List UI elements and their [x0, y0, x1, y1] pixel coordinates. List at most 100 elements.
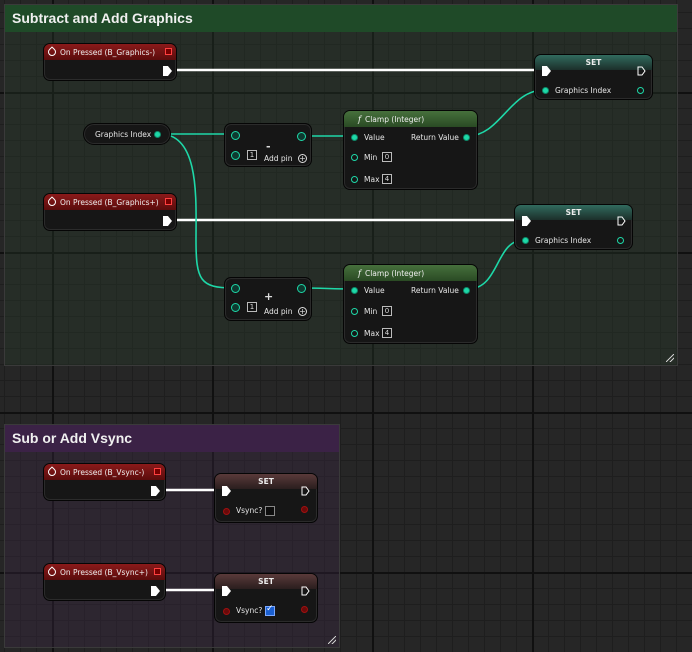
- value-in-pin[interactable]: [351, 134, 358, 141]
- input-pin-b[interactable]: [231, 151, 240, 160]
- event-title: On Pressed (B_Vsync+): [60, 567, 148, 577]
- comment-title[interactable]: Sub or Add Vsync: [5, 425, 339, 452]
- comment-title[interactable]: Subtract and Add Graphics: [5, 5, 677, 32]
- max-label: Max: [364, 329, 380, 338]
- exec-out-pin-icon[interactable]: [163, 216, 172, 226]
- operator-label: -: [266, 140, 271, 153]
- variable-label: Vsync?: [236, 606, 263, 615]
- min-pin[interactable]: [351, 154, 358, 161]
- event-icon: [46, 466, 58, 478]
- output-pin[interactable]: [297, 132, 306, 141]
- set-graphics-index-node[interactable]: SET Graphics Index: [534, 54, 653, 100]
- min-field[interactable]: 0: [382, 152, 392, 162]
- set-title: SET: [215, 574, 317, 589]
- set-title: SET: [215, 474, 317, 489]
- add-pin-label[interactable]: Add pin: [264, 154, 293, 163]
- value-out-pin[interactable]: [637, 87, 644, 94]
- exec-in-pin-icon[interactable]: [222, 586, 231, 596]
- input-pin-b[interactable]: [231, 303, 240, 312]
- max-field[interactable]: 4: [382, 328, 392, 338]
- delegate-pin-icon[interactable]: [165, 48, 172, 55]
- input-pin-a[interactable]: [231, 131, 240, 140]
- event-node-vsync-minus[interactable]: On Pressed (B_Vsync-): [43, 463, 166, 501]
- exec-in-pin-icon[interactable]: [542, 66, 551, 76]
- function-icon: f: [358, 114, 361, 124]
- event-icon: [46, 566, 58, 578]
- input-pin-a[interactable]: [231, 284, 240, 293]
- value-in-pin[interactable]: [223, 508, 230, 515]
- event-title: On Pressed (B_Graphics-): [60, 47, 156, 57]
- add-node[interactable]: + 1 Add pin +: [224, 277, 312, 321]
- value-field[interactable]: 1: [247, 302, 257, 312]
- add-pin-label[interactable]: Add pin: [264, 307, 293, 316]
- exec-out-pin-icon[interactable]: [301, 486, 310, 496]
- function-icon: f: [358, 268, 361, 278]
- vsync-checkbox-checked[interactable]: [265, 604, 275, 616]
- resize-handle-icon[interactable]: [328, 636, 336, 644]
- event-title: On Pressed (B_Graphics+): [60, 197, 159, 207]
- value-in-pin[interactable]: [223, 608, 230, 615]
- set-vsync-node[interactable]: SET Vsync?: [214, 473, 318, 523]
- exec-out-pin-icon[interactable]: [151, 586, 160, 596]
- event-node-graphics-plus[interactable]: On Pressed (B_Graphics+): [43, 193, 177, 231]
- exec-in-pin-icon[interactable]: [222, 486, 231, 496]
- clamp-title: Clamp (Integer): [364, 268, 425, 278]
- min-label: Min: [364, 307, 378, 316]
- max-label: Max: [364, 175, 380, 184]
- event-title: On Pressed (B_Vsync-): [60, 467, 145, 477]
- return-label: Return Value: [411, 286, 459, 295]
- clamp-integer-node[interactable]: f Clamp (Integer) Value Return Value Min…: [343, 264, 478, 344]
- int-wire: [159, 133, 234, 289]
- value-in-pin[interactable]: [542, 87, 549, 94]
- exec-out-pin-icon[interactable]: [301, 586, 310, 596]
- vsync-checkbox[interactable]: [265, 506, 275, 516]
- output-pin[interactable]: [154, 131, 161, 138]
- int-wire: [467, 89, 545, 137]
- exec-out-pin-icon[interactable]: [151, 486, 160, 496]
- event-node-vsync-plus[interactable]: On Pressed (B_Vsync+): [43, 563, 166, 601]
- event-icon: [46, 196, 58, 208]
- variable-label: Vsync?: [236, 506, 263, 515]
- add-pin-icon[interactable]: +: [298, 307, 307, 316]
- delegate-pin-icon[interactable]: [165, 198, 172, 205]
- get-graphics-index-node[interactable]: Graphics Index: [83, 123, 171, 145]
- subtract-node[interactable]: - 1 Add pin +: [224, 123, 312, 167]
- value-field[interactable]: 1: [247, 150, 257, 160]
- resize-handle-icon[interactable]: [666, 354, 674, 362]
- clamp-integer-node[interactable]: f Clamp (Integer) Value Return Value Min…: [343, 110, 478, 190]
- exec-out-pin-icon[interactable]: [637, 66, 646, 76]
- min-pin[interactable]: [351, 308, 358, 315]
- value-label: Value: [364, 133, 385, 142]
- max-pin[interactable]: [351, 176, 358, 183]
- delegate-pin-icon[interactable]: [154, 568, 161, 575]
- value-label: Value: [364, 286, 385, 295]
- min-label: Min: [364, 153, 378, 162]
- variable-label: Graphics Index: [555, 86, 612, 95]
- exec-out-pin-icon[interactable]: [617, 216, 626, 226]
- value-in-pin[interactable]: [522, 237, 529, 244]
- value-out-pin[interactable]: [301, 506, 308, 513]
- return-label: Return Value: [411, 133, 459, 142]
- value-out-pin[interactable]: [301, 606, 308, 613]
- add-pin-icon[interactable]: +: [298, 154, 307, 163]
- max-field[interactable]: 4: [382, 174, 392, 184]
- clamp-title: Clamp (Integer): [364, 114, 425, 124]
- event-node-graphics-minus[interactable]: On Pressed (B_Graphics-): [43, 43, 177, 81]
- set-vsync-node[interactable]: SET Vsync?: [214, 573, 318, 623]
- set-title: SET: [515, 205, 632, 220]
- value-in-pin[interactable]: [351, 287, 358, 294]
- variable-label: Graphics Index: [535, 236, 592, 245]
- return-pin[interactable]: [463, 134, 470, 141]
- set-title: SET: [535, 55, 652, 70]
- exec-in-pin-icon[interactable]: [522, 216, 531, 226]
- output-pin[interactable]: [297, 284, 306, 293]
- variable-label: Graphics Index: [95, 130, 152, 139]
- event-icon: [46, 46, 58, 58]
- delegate-pin-icon[interactable]: [154, 468, 161, 475]
- value-out-pin[interactable]: [617, 237, 624, 244]
- return-pin[interactable]: [463, 287, 470, 294]
- max-pin[interactable]: [351, 330, 358, 337]
- exec-out-pin-icon[interactable]: [163, 66, 172, 76]
- min-field[interactable]: 0: [382, 306, 392, 316]
- set-graphics-index-node[interactable]: SET Graphics Index: [514, 204, 633, 250]
